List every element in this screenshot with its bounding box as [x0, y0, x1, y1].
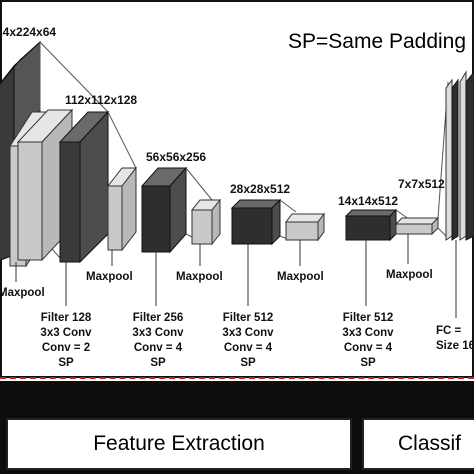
fc2-layer [451, 78, 459, 241]
block4-dark-side [271, 198, 281, 246]
pool5-front [395, 223, 433, 235]
size-label-stage3: 56x56x256 [146, 150, 207, 164]
maxpool-label-1: Maxpool [0, 287, 45, 299]
conv-filter: Filter 512 [222, 312, 274, 324]
conv-kernel: 3x3 Conv [222, 327, 274, 339]
pool3-side [211, 198, 221, 246]
block5-dark-side [389, 208, 397, 242]
fc3-layer [459, 70, 467, 241]
conv-block-512-b: Filter 512 3x3 Conv Conv = 4 SP [330, 311, 406, 371]
block2-light-front [17, 141, 43, 261]
fc-block: FC = Size 16 [436, 324, 474, 354]
pool3-front [191, 209, 213, 245]
maxpool-label-2: Maxpool [86, 271, 133, 283]
block2-dark-front [59, 141, 81, 263]
fc4-layer [465, 71, 474, 241]
conv-filter: Filter 128 [40, 312, 92, 324]
conv-block-256: Filter 256 3x3 Conv Conv = 4 SP [120, 311, 196, 371]
conv-block-512-a: Filter 512 3x3 Conv Conv = 4 SP [210, 311, 286, 371]
conv-filter: Filter 512 [342, 312, 394, 324]
block5-dark-front [345, 215, 391, 241]
pool2-side [121, 166, 137, 252]
block5-dark-top [344, 209, 398, 217]
conv-count: Conv = 2 [41, 342, 91, 354]
block4-dark-front [231, 207, 273, 245]
conv-padding: SP [58, 357, 74, 369]
pool4-side [317, 212, 325, 242]
conv-padding: SP [240, 357, 256, 369]
maxpool-label-5: Maxpool [386, 269, 433, 281]
block3-dark-front [141, 185, 171, 253]
size-label-stage1: 24x224x64 [0, 25, 57, 39]
conv-kernel: 3x3 Conv [132, 327, 184, 339]
conv-count: Conv = 4 [133, 342, 183, 354]
pool4-front [285, 221, 319, 241]
fc1-layer [445, 78, 453, 241]
conv-filter: Filter 256 [132, 312, 184, 324]
conv-count: Conv = 4 [343, 342, 393, 354]
maxpool-label-3: Maxpool [176, 271, 223, 283]
size-label-stage6: 7x7x512 [398, 177, 445, 191]
conv-count: Conv = 4 [223, 342, 273, 354]
conv-kernel: 3x3 Conv [40, 327, 92, 339]
classification-box: Classif [362, 418, 474, 470]
conv-block-128: Filter 128 3x3 Conv Conv = 2 SP [30, 311, 102, 371]
dashed-separator [0, 377, 474, 379]
conv-kernel: 3x3 Conv [342, 327, 394, 339]
pool2-front [107, 185, 123, 251]
maxpool-label-4: Maxpool [277, 271, 324, 283]
feature-extraction-box: Feature Extraction [6, 418, 352, 470]
size-label-stage5: 14x14x512 [338, 194, 399, 208]
conv-padding: SP [150, 357, 166, 369]
fc-label: FC = [436, 325, 462, 337]
same-padding-legend: SP=Same Padding [288, 30, 467, 53]
pool5-top [394, 217, 440, 225]
conv-padding: SP [360, 357, 376, 369]
fc-size: Size 16 [436, 340, 474, 352]
size-label-stage2: 112x112x128 [65, 93, 138, 107]
size-label-stage4: 28x28x512 [230, 182, 291, 196]
